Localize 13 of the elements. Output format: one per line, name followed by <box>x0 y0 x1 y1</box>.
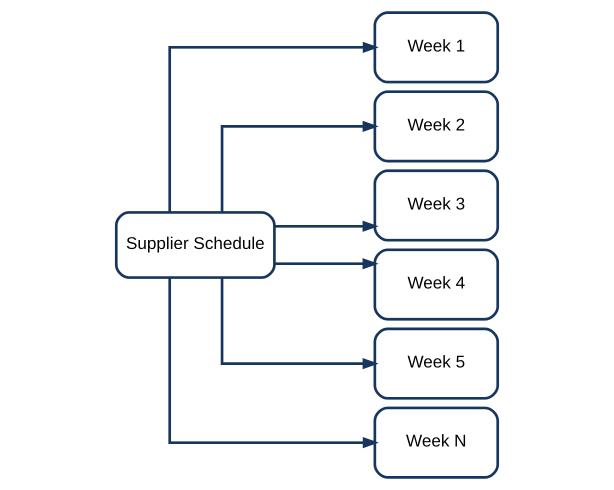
arrow <box>274 258 379 270</box>
node-box: Week N <box>374 406 500 479</box>
arrow <box>168 278 379 448</box>
node-box: Week 5 <box>374 328 500 400</box>
node-box: Week 4 <box>374 248 500 321</box>
node-box: Supplier Schedule <box>114 211 276 279</box>
node-box: Week 2 <box>374 90 500 162</box>
arrow <box>220 120 379 212</box>
node-box: Week 3 <box>374 169 500 242</box>
arrow <box>274 220 379 232</box>
node-box: Week 1 <box>374 11 500 84</box>
arrow <box>220 278 379 370</box>
arrow <box>168 42 379 212</box>
